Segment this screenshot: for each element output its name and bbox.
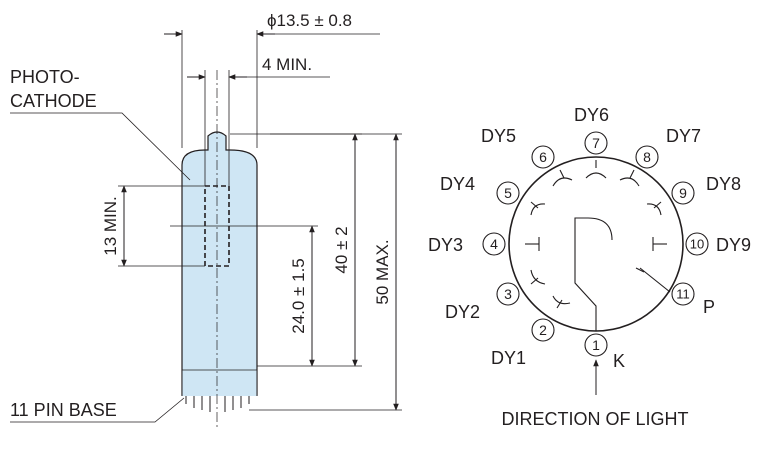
pin-7 [584, 131, 608, 155]
pin-2-number: 2 [539, 322, 547, 338]
pin-1 [584, 333, 608, 357]
pin-1-number: 1 [592, 337, 600, 353]
tube-side-view: ϕ13.5 ± 0.8 4 MIN. PHOTO- CATHODE 13 MIN… [10, 11, 402, 430]
pin-1-label: K [613, 351, 625, 371]
window-width-dimension: 4 MIN. [262, 55, 312, 74]
pin-3 [496, 282, 520, 306]
pin-8 [635, 145, 659, 169]
pin-7-label: DY6 [574, 105, 609, 125]
pin-10-label: DY9 [716, 235, 751, 255]
pin-10 [685, 232, 709, 256]
pin-7-number: 7 [592, 135, 600, 151]
light-direction-label: DIRECTION OF LIGHT [501, 409, 688, 429]
pin-8-number: 8 [643, 149, 651, 165]
pin-5 [496, 181, 520, 205]
electrode-symbols [525, 160, 671, 331]
pin-8-label: DY7 [666, 126, 701, 146]
pin-9-number: 9 [679, 185, 687, 201]
height-13min-dimension: 13 MIN. [101, 196, 120, 256]
pin-4 [482, 232, 506, 256]
pin-6-number: 6 [539, 149, 547, 165]
photocathode-label-line1: PHOTO- [10, 67, 80, 87]
pin-4-label: DY3 [428, 235, 463, 255]
tube-envelope [181, 131, 258, 396]
pin-6 [531, 145, 555, 169]
photocathode-label-line2: CATHODE [10, 91, 97, 111]
pin-4-number: 4 [490, 236, 498, 252]
base-label: 11 PIN BASE [10, 400, 117, 420]
pin-circles [482, 131, 709, 357]
diameter-dimension: ϕ13.5 ± 0.8 [267, 11, 352, 30]
pin-11-label: P [703, 297, 715, 317]
pin-5-number: 5 [504, 185, 512, 201]
pin-9-label: DY8 [706, 174, 741, 194]
pin-9 [671, 181, 695, 205]
pin-11 [671, 282, 695, 306]
pin-5-label: DY4 [440, 174, 475, 194]
pin-3-number: 3 [504, 286, 512, 302]
height-40-dimension: 40 ± 2 [332, 226, 351, 273]
pin-11-number: 11 [676, 287, 690, 302]
height-50max-dimension: 50 MAX. [373, 239, 392, 304]
pin-2-label: DY1 [491, 348, 526, 368]
height-24-dimension: 24.0 ± 1.5 [289, 258, 308, 334]
pin-diagram: 1 2 3 4 5 6 7 8 9 10 11 K DY1 DY2 DY3 DY… [428, 105, 751, 429]
pin-6-label: DY5 [481, 126, 516, 146]
pin-2 [531, 318, 555, 342]
pin-3-label: DY2 [445, 302, 480, 322]
pin-10-number: 10 [690, 237, 704, 252]
